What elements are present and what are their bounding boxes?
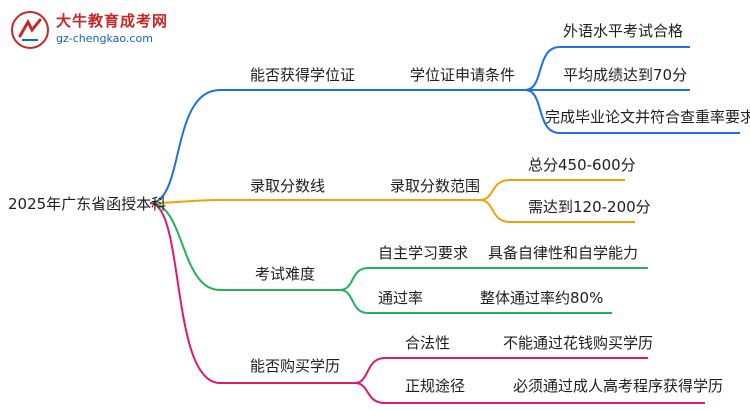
leaf-thesis: 完成毕业论文并符合查重率要求 bbox=[545, 108, 750, 126]
site-logo[interactable]: 大牛教育成考网 gz-chengkao.com bbox=[6, 6, 196, 54]
edge-b3-s1 bbox=[354, 382, 705, 404]
edge-root-b2 bbox=[149, 202, 340, 291]
edge-b0-s0-l0 bbox=[524, 46, 690, 91]
logo-icon bbox=[11, 11, 49, 49]
edge-root-b0 bbox=[149, 89, 355, 204]
edge-b2-s1 bbox=[339, 289, 612, 314]
sub-label-proper-way: 正规途径 bbox=[405, 377, 466, 395]
branch-label-degree: 能否获得学位证 bbox=[250, 66, 356, 84]
edge-b0-s0-l2 bbox=[524, 89, 740, 134]
edge-root-b3 bbox=[149, 202, 355, 384]
branch-label-buy: 能否购买学历 bbox=[250, 357, 341, 375]
leaf-adult-exam: 必须通过成人高考程序获得学历 bbox=[513, 377, 724, 395]
leaf-average-score: 平均成绩达到70分 bbox=[563, 66, 688, 84]
sub-label-pass-rate: 通过率 bbox=[378, 289, 424, 307]
edge-root-b1 bbox=[149, 199, 355, 204]
edge-b3-s0 bbox=[354, 357, 648, 384]
branch-label-difficulty: 考试难度 bbox=[255, 265, 316, 283]
leaf-self-discipline: 具备自律性和自学能力 bbox=[488, 244, 639, 262]
logo-url: gz-chengkao.com bbox=[56, 32, 153, 45]
sub-label-self-study: 自主学习要求 bbox=[378, 244, 469, 262]
sub-label-degree-conditions: 学位证申请条件 bbox=[410, 66, 516, 84]
edge-b1-s0-l1 bbox=[479, 199, 635, 223]
sub-label-legality: 合法性 bbox=[405, 334, 451, 352]
edge-b2-s0 bbox=[339, 267, 648, 291]
root-node: 2025年广东省函授本科 bbox=[8, 195, 167, 213]
leaf-overall-pass-rate: 整体通过率约80% bbox=[480, 289, 604, 307]
leaf-required-score: 需达到120-200分 bbox=[528, 198, 651, 216]
logo-name: 大牛教育成考网 bbox=[56, 12, 169, 30]
sub-label-score-range: 录取分数范围 bbox=[390, 177, 481, 195]
branch-label-score: 录取分数线 bbox=[250, 177, 326, 195]
leaf-total-score: 总分450-600分 bbox=[528, 156, 636, 174]
leaf-cannot-buy: 不能通过花钱购买学历 bbox=[503, 334, 654, 352]
leaf-foreign-language: 外语水平考试合格 bbox=[563, 22, 684, 40]
edge-b1-s0-l0 bbox=[479, 179, 625, 201]
